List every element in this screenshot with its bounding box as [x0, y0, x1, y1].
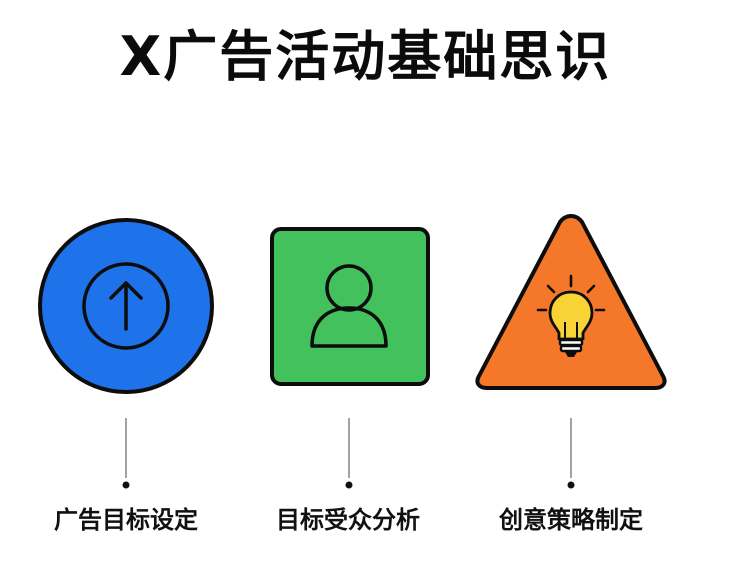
- goal-label: 广告目标设定: [54, 506, 198, 534]
- connector-2: [345, 418, 353, 489]
- goal-node: [38, 218, 214, 394]
- user-icon: [310, 264, 388, 348]
- creative-label: 创意策略制定: [499, 506, 643, 534]
- audience-node: [270, 227, 430, 386]
- arrow-up-icon: [82, 262, 170, 350]
- page-title: X广告活动基础思识: [119, 25, 612, 88]
- creative-node: [475, 214, 667, 390]
- connector-3: [567, 418, 575, 489]
- lightbulb-icon: [536, 274, 606, 357]
- connector-1: [122, 418, 130, 489]
- audience-label: 目标受众分析: [276, 506, 420, 534]
